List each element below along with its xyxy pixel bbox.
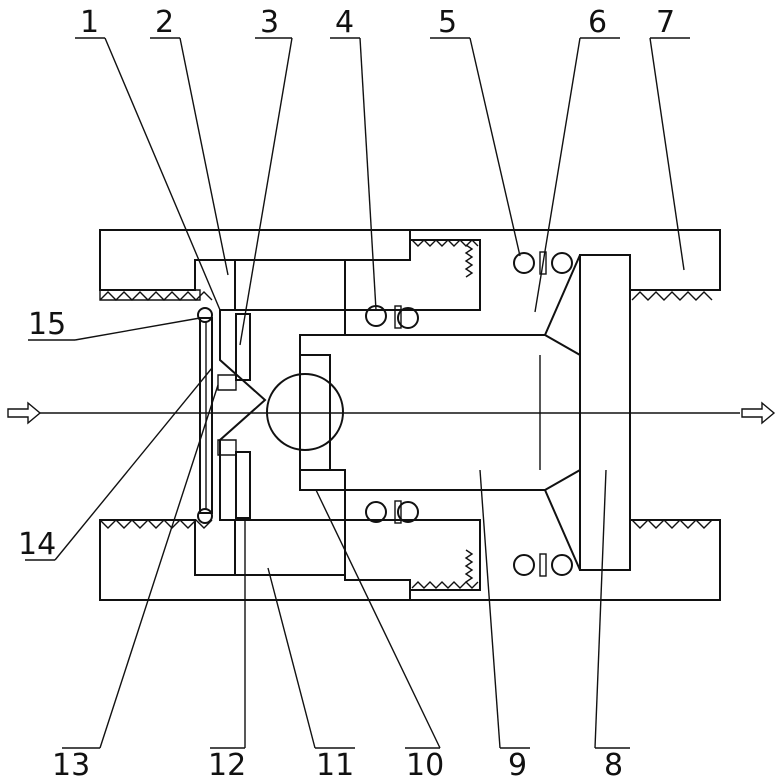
- callout-14: 14: [18, 527, 56, 562]
- callout-13: 13: [52, 748, 90, 783]
- o-rings: [197, 251, 573, 577]
- callout-2: 2: [155, 5, 174, 40]
- valve-plate: [199, 313, 251, 519]
- callout-8: 8: [604, 748, 623, 783]
- inlet-arrow-icon: [7, 401, 42, 425]
- callout-7: 7: [656, 5, 675, 40]
- callout-11: 11: [316, 748, 354, 783]
- callout-numbers-bottom: 13 12 11 10 9 8: [52, 748, 623, 783]
- outlet-arrow-icon: [741, 401, 776, 425]
- callout-10: 10: [406, 748, 444, 783]
- check-ball: [266, 373, 344, 451]
- thread-teeth: [99, 239, 713, 589]
- leader-lines: [25, 37, 690, 749]
- left-housing: [99, 229, 411, 601]
- callout-5: 5: [438, 5, 457, 40]
- callout-6: 6: [588, 5, 607, 40]
- callout-9: 9: [508, 748, 527, 783]
- callout-4: 4: [335, 5, 354, 40]
- callout-numbers-left: 15 14: [18, 307, 66, 562]
- callout-numbers-top: 1 2 3 4 5 6 7: [80, 5, 675, 40]
- callout-3: 3: [260, 5, 279, 40]
- right-housing: [234, 229, 721, 601]
- callout-1: 1: [80, 5, 99, 40]
- callout-12: 12: [208, 748, 246, 783]
- callout-15: 15: [28, 307, 66, 342]
